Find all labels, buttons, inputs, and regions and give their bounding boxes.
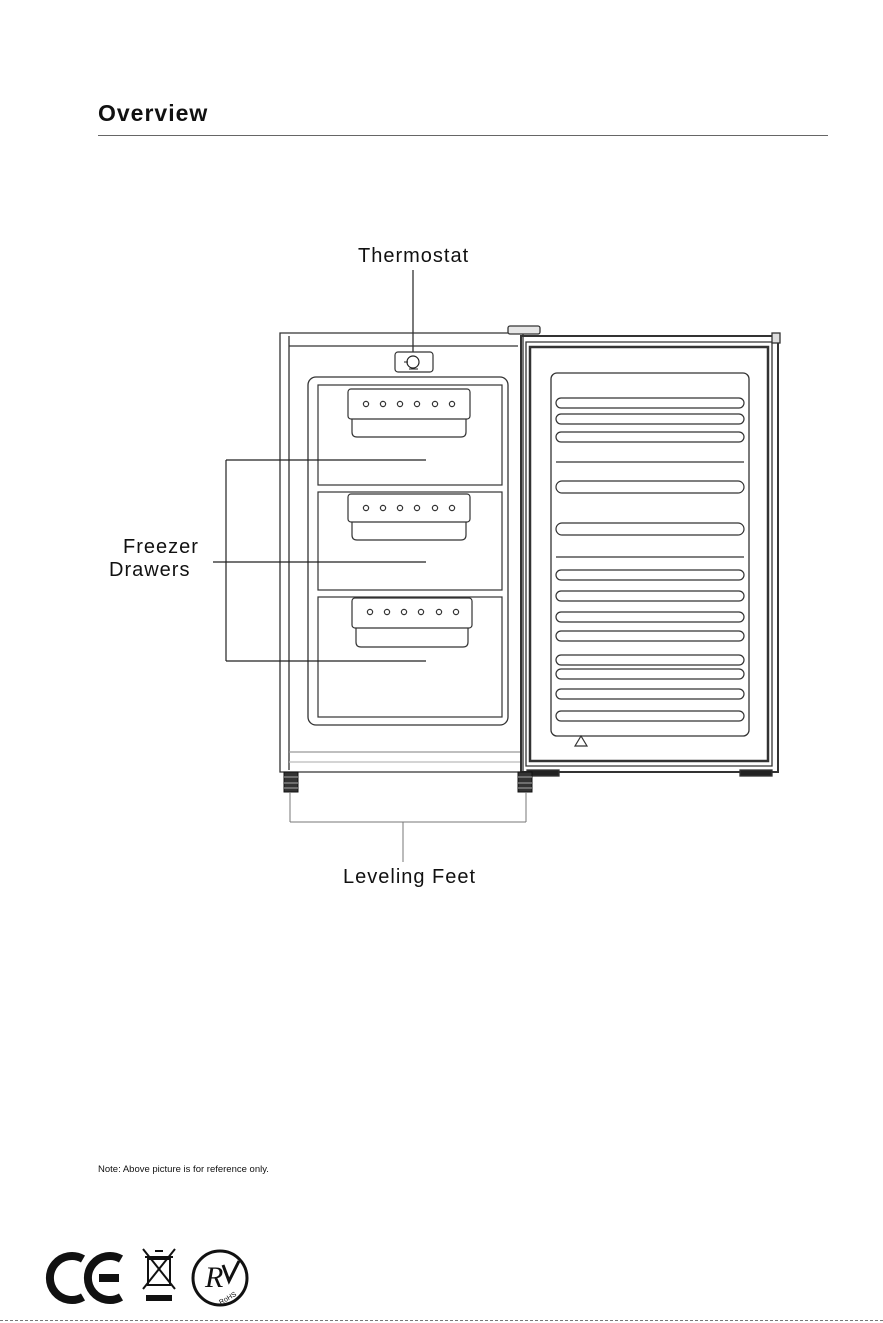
bottom-divider: [0, 1320, 883, 1321]
label-thermostat: Thermostat: [358, 245, 469, 267]
feet-bracket: [290, 792, 526, 862]
inner-compartment: [308, 377, 508, 725]
rohs-seal-icon: R RoHS: [193, 1251, 247, 1306]
thermostat-knob: [395, 352, 433, 372]
drawer-2: [318, 492, 502, 590]
door-shelves: [556, 398, 744, 721]
recycle-triangle-icon: [575, 736, 587, 746]
reference-note: Note: Above picture is for reference onl…: [98, 1164, 269, 1175]
page-title: Overview: [98, 100, 208, 127]
compliance-marks: R RoHS: [45, 1245, 265, 1315]
label-leveling-feet: Leveling Feet: [343, 866, 476, 888]
drawer-1: [318, 385, 502, 485]
freezer-diagram: Thermostat: [0, 230, 883, 900]
ce-mark-icon: [50, 1256, 121, 1300]
freezer-bracket: [213, 460, 426, 661]
label-freezer-line1: Freezer: [123, 536, 199, 558]
open-door: [521, 333, 780, 776]
svg-text:R: R: [204, 1261, 223, 1294]
label-freezer-line2: Drawers: [109, 559, 190, 581]
weee-bin-icon: [143, 1249, 175, 1301]
drawer-3: [318, 597, 502, 717]
leveling-feet: [284, 772, 532, 792]
title-rule: [98, 135, 828, 136]
